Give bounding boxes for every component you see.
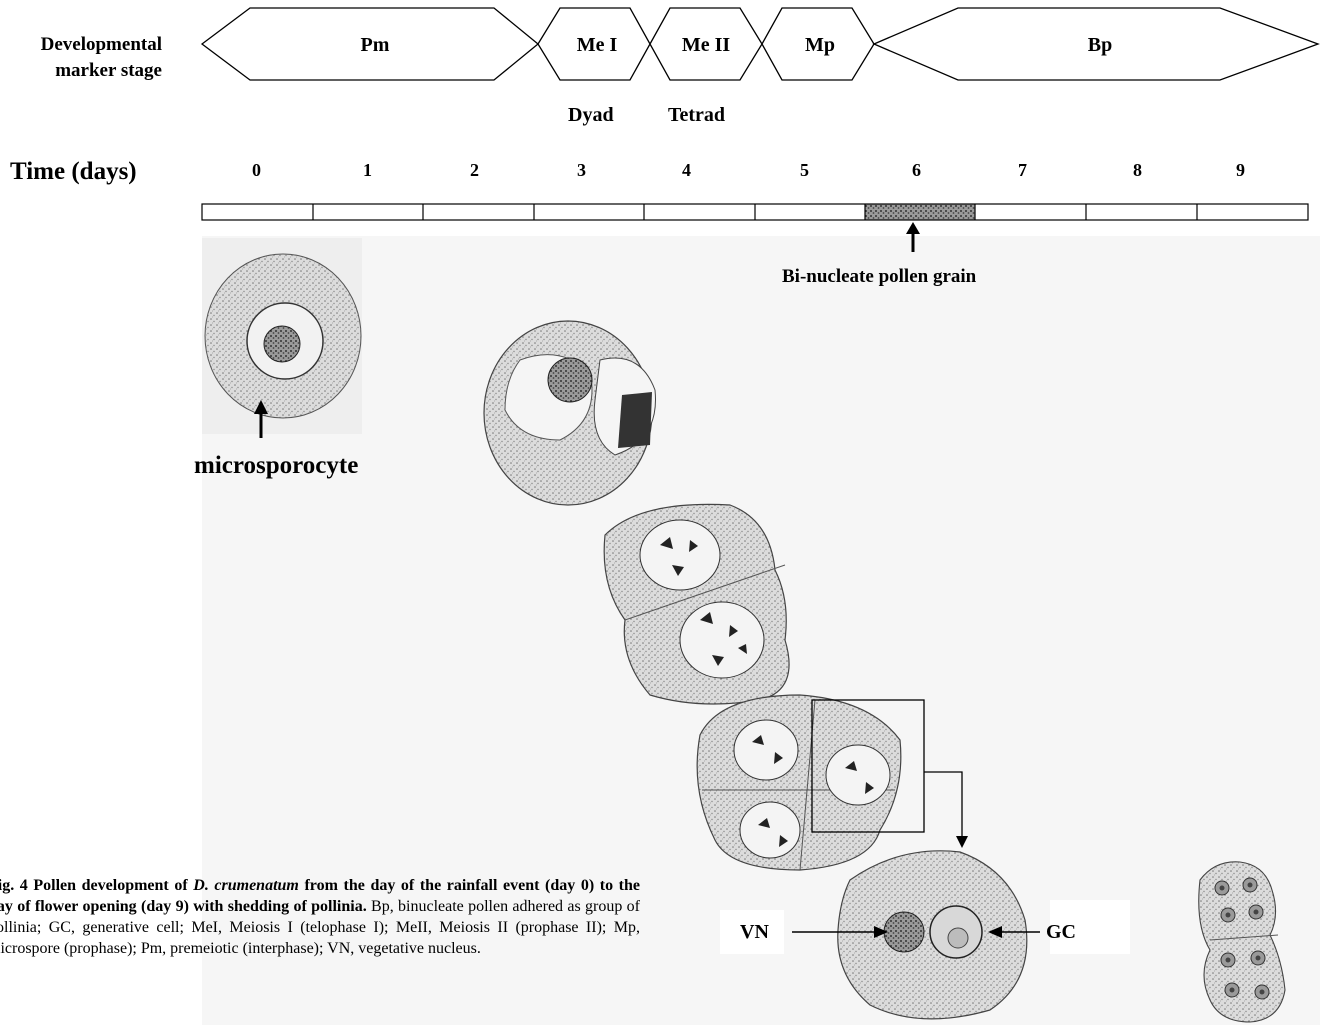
tetrad-label: Tetrad (668, 104, 725, 127)
day-label-2: 2 (470, 160, 479, 181)
stage-mp-label: Mp (794, 34, 846, 57)
gc-label: GC (1046, 921, 1076, 944)
stage-mei-label: Me I (566, 34, 628, 57)
day-label-5: 5 (800, 160, 809, 181)
day-label-9: 9 (1236, 160, 1245, 181)
day-label-7: 7 (1018, 160, 1027, 181)
day-label-1: 1 (363, 160, 372, 181)
caption-species: D. crumenatum (193, 877, 299, 894)
caption-bold-start: Fig. 4 Pollen development of (0, 877, 193, 894)
stage-bp-label: Bp (1074, 34, 1126, 57)
vn-label: VN (740, 921, 769, 944)
day-label-4: 4 (682, 160, 691, 181)
day6-highlight (865, 204, 975, 220)
stage-pm-label: Pm (350, 34, 400, 57)
day-label-6: 6 (912, 160, 921, 181)
binucleate-label: Bi-nucleate pollen grain (782, 266, 976, 288)
tetrad-four-cell (697, 695, 901, 870)
microsporocyte-cell (202, 238, 362, 434)
timeline-bar (202, 204, 1308, 220)
day-label-8: 8 (1133, 160, 1142, 181)
stage-meii-label: Me II (670, 34, 742, 57)
figure-caption: Fig. 4 Pollen development of D. crumenat… (0, 875, 640, 959)
microsporocyte-label: microsporocyte (194, 452, 358, 480)
day-label-3: 3 (577, 160, 586, 181)
day-label-0: 0 (252, 160, 261, 181)
dyad-label: Dyad (568, 104, 614, 127)
